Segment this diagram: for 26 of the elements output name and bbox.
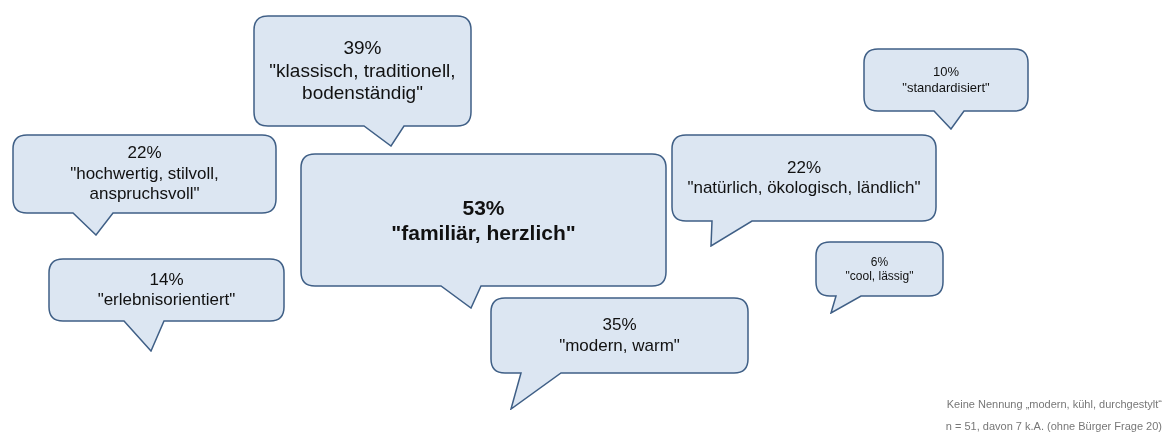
source-note: n = 51, davon 7 k.A. (ohne Bürger Frage 20) (945, 420, 1162, 432)
percentage-text: 6% (869, 254, 890, 269)
quote-text: "cool, lässig" (844, 269, 915, 284)
quote-text: "natürlich, ökologisch, ländlich" (686, 178, 922, 199)
percentage-text: 53% (461, 194, 506, 220)
percentage-text: 10% (932, 64, 960, 80)
speech-bubble (815, 241, 944, 314)
quote-text: "familiär, herzlich" (390, 220, 577, 246)
percentage-text: 14% (148, 269, 185, 290)
quote-text: "standardisiert" (901, 80, 991, 96)
speech-bubble (671, 134, 937, 247)
percentage-text: 22% (126, 143, 163, 164)
percentage-text: 35% (601, 315, 638, 336)
quote-text: "erlebnisorientiert" (96, 290, 237, 311)
speech-bubble (863, 48, 1029, 130)
quote-text: "klassisch, traditionell, bodenständig" (268, 59, 457, 106)
percentage-text: 22% (786, 157, 822, 178)
note-text: Keine Nennung „modern, kühl, durchgestylt“ (946, 398, 1162, 410)
percentage-text: 39% (342, 36, 383, 60)
speech-bubble (300, 153, 667, 309)
speech-bubble (490, 297, 749, 410)
speech-bubble (48, 258, 285, 352)
quote-text: "modern, warm" (558, 335, 681, 356)
quote-text: "hochwertig, stilvoll, anspruchsvoll" (69, 163, 220, 205)
speech-bubble (253, 15, 472, 147)
speech-bubble (12, 134, 277, 236)
